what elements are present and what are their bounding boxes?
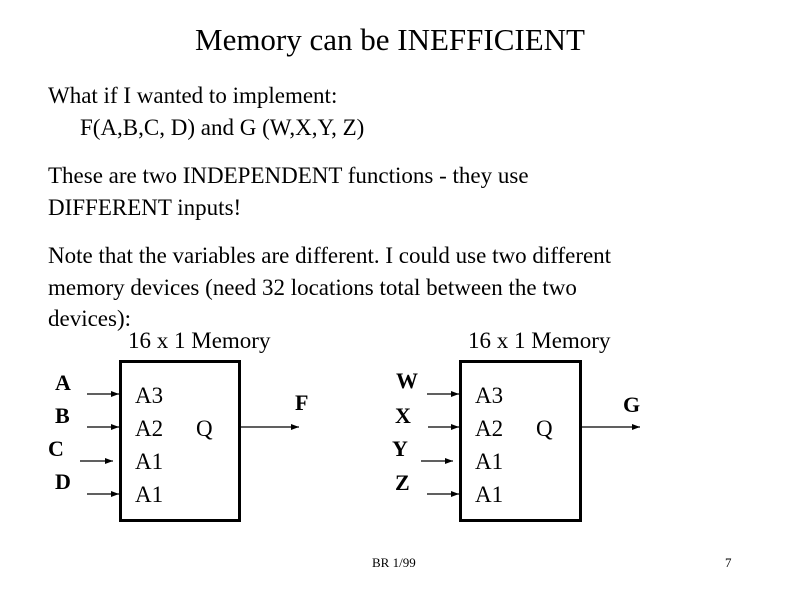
- left-pin-a1: A1: [135, 449, 164, 474]
- right-pin-a2: A2: [475, 416, 504, 441]
- output-g: G: [623, 392, 641, 417]
- input-w: W: [396, 368, 418, 393]
- intro-line-1: What if I wanted to implement:: [48, 83, 338, 108]
- input-x: X: [395, 403, 411, 428]
- right-memory-box: A3 A2 A1 A1 Q: [459, 360, 582, 522]
- intro-line-2: F(A,B,C, D) and G (W,X,Y, Z): [80, 115, 365, 140]
- input-b: B: [55, 403, 70, 428]
- left-memory-box: A3 A2 A1 A1 Q: [119, 360, 241, 522]
- left-pin-q: Q: [196, 416, 213, 441]
- right-pin-a3: A3: [475, 383, 504, 408]
- input-c: C: [48, 436, 64, 461]
- left-memory-label: 16 x 1 Memory: [128, 328, 271, 353]
- right-pin-a1: A1: [475, 449, 504, 474]
- para2-line-2: DIFFERENT inputs!: [48, 195, 242, 220]
- right-memory-label: 16 x 1 Memory: [468, 328, 611, 353]
- right-pin-q: Q: [536, 416, 553, 441]
- left-pin-a0: A1: [135, 482, 164, 507]
- footer-author-date: BR 1/99: [372, 555, 416, 570]
- para3-line-3: devices):: [48, 306, 132, 331]
- left-pin-a3: A3: [135, 383, 164, 408]
- para3-line-1: Note that the variables are different. I…: [48, 243, 612, 268]
- input-d: D: [55, 469, 71, 494]
- footer-page-number: 7: [725, 555, 732, 570]
- input-y: Y: [392, 436, 408, 461]
- para2-line-1: These are two INDEPENDENT functions - th…: [48, 163, 529, 188]
- para3-line-2: memory devices (need 32 locations total …: [48, 275, 577, 300]
- left-pin-a2: A2: [135, 416, 164, 441]
- right-pin-a0: A1: [475, 482, 504, 507]
- slide-title: Memory can be INEFFICIENT: [195, 22, 585, 57]
- input-a: A: [55, 370, 71, 395]
- input-z: Z: [395, 470, 410, 495]
- output-f: F: [295, 390, 309, 415]
